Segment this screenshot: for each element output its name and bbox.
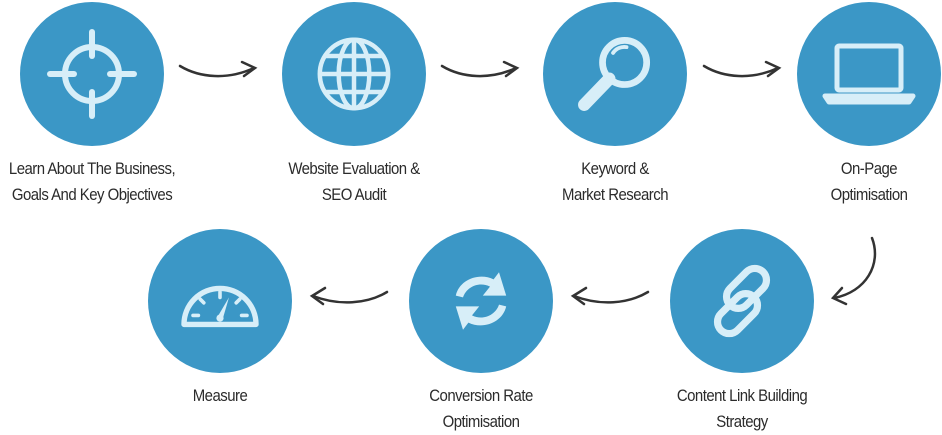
step-measure: Measure	[110, 229, 330, 409]
step-conversion-rate-optimisation: Conversion Rate Optimisation	[371, 229, 591, 435]
step-circle	[670, 229, 814, 373]
step-label: Learn About The Business, Goals And Key …	[8, 159, 176, 204]
step-circle	[409, 229, 553, 373]
magnifier-icon	[578, 37, 651, 111]
step-circle	[282, 2, 426, 146]
step-circle	[797, 2, 941, 146]
speedometer-icon	[181, 285, 259, 328]
step-keyword-research: Keyword & Market Research	[505, 2, 725, 208]
step-label: On-Page Optimisation	[830, 159, 908, 204]
step-circle	[20, 2, 164, 146]
step-circle	[148, 229, 292, 373]
arrow-left-icon	[309, 286, 389, 306]
step-label: Conversion Rate Optimisation	[429, 386, 533, 431]
arrow-left-icon	[570, 286, 650, 306]
step-learn-business: Learn About The Business, Goals And Key …	[0, 2, 202, 208]
refresh-icon	[455, 272, 507, 330]
step-content-link-building: Content Link Building Strategy	[632, 229, 852, 435]
step-label: Measure	[192, 386, 248, 405]
crosshair-icon	[47, 29, 137, 119]
arrow-curved-down-icon	[830, 236, 877, 306]
step-label: Content Link Building Strategy	[676, 386, 808, 431]
arrow-right-icon	[178, 60, 258, 78]
step-on-page-optimisation: On-Page Optimisation	[759, 2, 942, 208]
globe-icon	[317, 37, 391, 111]
arrow-right-icon	[440, 60, 520, 78]
laptop-icon	[822, 43, 916, 105]
chain-link-icon	[713, 264, 771, 338]
step-website-evaluation: Website Evaluation & SEO Audit	[244, 2, 464, 208]
step-label: Website Evaluation & SEO Audit	[288, 159, 420, 204]
step-circle	[543, 2, 687, 146]
arrow-right-icon	[702, 60, 782, 78]
step-label: Keyword & Market Research	[562, 159, 669, 204]
